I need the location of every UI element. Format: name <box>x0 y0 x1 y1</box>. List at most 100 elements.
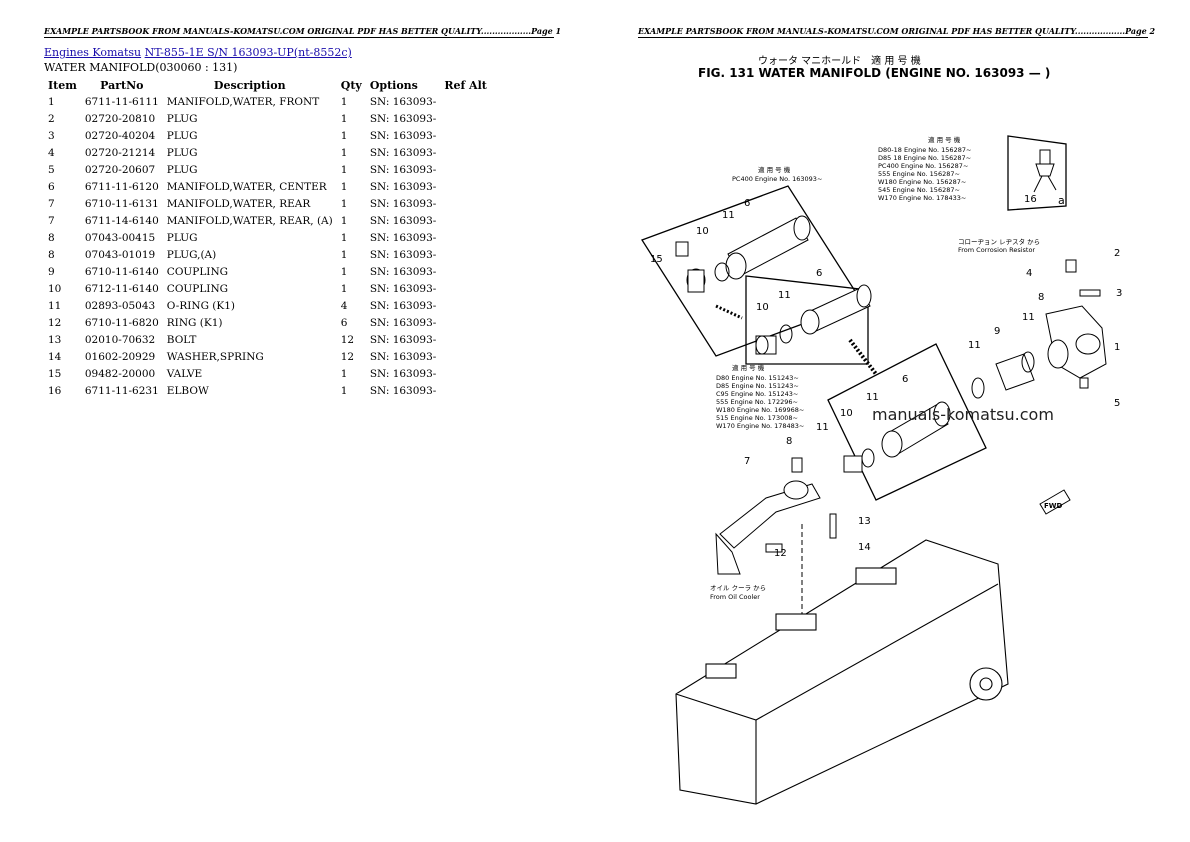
table-header-row: Item PartNo Description Qty Options Ref … <box>44 77 491 93</box>
col-header-partno: PartNo <box>100 78 144 92</box>
center-manifold-middle <box>755 284 872 355</box>
svg-text:PC400 Engine No. 156287~: PC400 Engine No. 156287~ <box>878 162 968 170</box>
cell-description: ELBOW <box>166 384 209 397</box>
cell-ref-alt <box>440 365 491 382</box>
cell-partno: 01602-20929 <box>84 350 156 363</box>
cell-ref-alt <box>440 280 491 297</box>
parts-table: Item PartNo Description Qty Options Ref … <box>44 77 491 399</box>
cell-options: SN: 163093- <box>369 384 437 397</box>
watermark: manuals-komatsu.com <box>872 405 1054 424</box>
cell-options: SN: 163093- <box>369 197 437 210</box>
callout-a: a <box>1058 194 1065 207</box>
col-header-description: Description <box>213 78 286 92</box>
svg-text:PC400 Engine No. 163093~: PC400 Engine No. 163093~ <box>732 175 822 183</box>
col-header-qty: Qty <box>340 78 362 92</box>
cell-description: PLUG,(A) <box>166 248 217 261</box>
svg-text:適 用 号 機: 適 用 号 機 <box>758 165 791 174</box>
cell-description: COUPLING <box>166 282 229 295</box>
cell-qty: 1 <box>340 129 348 142</box>
from-oil-cooler-label: オイル クーラ から From Oil Cooler <box>710 584 766 601</box>
inset-box-elbow <box>1007 135 1067 211</box>
cell-qty: 1 <box>340 163 348 176</box>
cell-ref-alt <box>440 161 491 178</box>
cell-partno: 02720-21214 <box>84 146 156 159</box>
cell-item: 13 <box>48 333 62 346</box>
cell-description: O-RING (K1) <box>166 299 236 312</box>
svg-text:W170 Engine No. 178433~: W170 Engine No. 178433~ <box>878 194 966 202</box>
svg-text:FWD: FWD <box>1044 502 1063 510</box>
cell-ref-alt <box>440 127 491 144</box>
callout-11-a: 11 <box>722 210 735 221</box>
cell-description: COUPLING <box>166 265 229 278</box>
cell-ref-alt <box>440 314 491 331</box>
cell-partno: 6711-11-6111 <box>84 95 159 108</box>
cell-ref-alt <box>440 297 491 314</box>
cell-item: 7 <box>48 197 55 210</box>
svg-text:D85 18 Engine No. 156287~: D85 18 Engine No. 156287~ <box>878 154 971 162</box>
cell-item: 5 <box>48 163 55 176</box>
callout-12: 12 <box>774 548 787 559</box>
cell-options: SN: 163093- <box>369 129 437 142</box>
callout-13: 13 <box>858 516 871 527</box>
cell-qty: 12 <box>340 350 355 363</box>
cell-qty: 1 <box>340 231 348 244</box>
cell-description: MANIFOLD,WATER, CENTER <box>166 180 327 193</box>
cell-partno: 6711-11-6120 <box>84 180 159 193</box>
cell-partno: 07043-00415 <box>84 231 156 244</box>
cell-ref-alt <box>440 195 491 212</box>
front-manifold <box>971 259 1107 399</box>
cell-ref-alt <box>440 331 491 348</box>
svg-text:コローヂョン レヂスタ から: コローヂョン レヂスタ から <box>958 237 1040 246</box>
svg-text:555 Engine No. 172296~: 555 Engine No. 172296~ <box>716 398 798 406</box>
col-header-item: Item <box>48 78 77 92</box>
cell-ref-alt <box>440 93 491 110</box>
cell-item: 11 <box>48 299 62 312</box>
breadcrumb-link-engines[interactable]: Engines Komatsu <box>44 46 142 59</box>
callout-10-b: 10 <box>756 302 769 313</box>
cell-options: SN: 163093- <box>369 112 437 125</box>
cell-options: SN: 163093- <box>369 163 437 176</box>
cell-item: 14 <box>48 350 62 363</box>
cell-options: SN: 163093- <box>369 248 437 261</box>
callout-11-c: 11 <box>866 392 879 403</box>
cell-item: 8 <box>48 231 55 244</box>
cell-description: RING (K1) <box>166 316 223 329</box>
breadcrumb-link-model[interactable]: NT-855-1E S/N 163093-UP(nt-8552c) <box>144 46 352 59</box>
cell-item: 10 <box>48 282 62 295</box>
cell-description: VALVE <box>166 367 203 380</box>
col-header-options: Options <box>369 78 418 92</box>
cell-options: SN: 163093- <box>369 146 437 159</box>
cell-item: 4 <box>48 146 55 159</box>
cell-item: 6 <box>48 180 55 193</box>
callout-9: 9 <box>994 326 1000 337</box>
svg-text:適 用 号 機: 適 用 号 機 <box>928 135 961 144</box>
callout-4: 4 <box>1026 268 1032 279</box>
cell-options: SN: 163093- <box>369 367 437 380</box>
callout-7: 7 <box>744 456 750 467</box>
svg-text:From Oil Cooler: From Oil Cooler <box>710 593 760 601</box>
cell-ref-alt <box>440 212 491 229</box>
cell-partno: 6711-14-6140 <box>84 214 159 227</box>
callout-6-c: 6 <box>902 374 908 385</box>
cell-qty: 1 <box>340 146 348 159</box>
cell-item: 12 <box>48 316 62 329</box>
cell-item: 7 <box>48 214 55 227</box>
cell-ref-alt <box>440 110 491 127</box>
cell-partno: 6710-11-6820 <box>84 316 159 329</box>
cell-qty: 4 <box>340 299 348 312</box>
svg-text:W170 Engine No. 178483~: W170 Engine No. 178483~ <box>716 422 804 430</box>
callout-6-b: 6 <box>816 268 822 279</box>
cell-description: PLUG <box>166 112 198 125</box>
fwd-arrow: FWD <box>1039 489 1071 515</box>
bolt-left <box>715 304 743 320</box>
